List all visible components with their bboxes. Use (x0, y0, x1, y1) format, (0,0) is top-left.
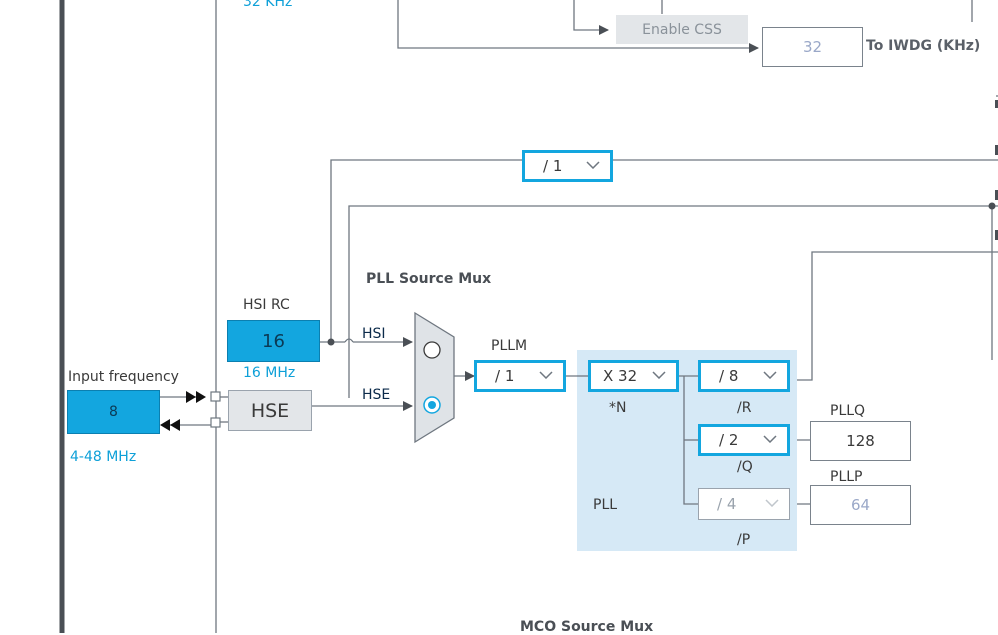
chevron-down-icon (539, 371, 553, 379)
pll-source-mux-title: PLL Source Mux (366, 271, 492, 287)
pllq-label: /Q (737, 459, 753, 475)
hse-block: HSE (228, 390, 312, 431)
plln-value: X 32 (603, 367, 638, 385)
pllq-divider-value: / 2 (719, 431, 739, 449)
ahb-divider-value: / 1 (543, 157, 563, 175)
mux-hsi-label: HSI (362, 326, 386, 342)
pllp-title: PLLP (830, 469, 863, 485)
hsi-value: 16 (227, 320, 320, 362)
pllq-title: PLLQ (830, 403, 866, 419)
hsi-radio (423, 341, 441, 359)
input-frequency-title: Input frequency (68, 369, 179, 385)
pllr-value: / 8 (719, 367, 739, 385)
pllm-title: PLLM (491, 338, 528, 354)
pllr-label: /R (737, 400, 752, 416)
plln-select[interactable]: X 32 (588, 360, 679, 392)
chevron-down-icon (763, 371, 777, 379)
ahb-divider-select[interactable]: / 1 (522, 150, 613, 182)
pll-label: PLL (593, 497, 618, 513)
pllp-label: /P (737, 532, 751, 548)
pllm-value: / 1 (495, 367, 515, 385)
pllq-select[interactable]: / 2 (698, 424, 790, 456)
enable-css-button[interactable]: Enable CSS (616, 15, 748, 44)
pllm-select[interactable]: / 1 (474, 360, 566, 392)
mux-hse-label: HSE (362, 387, 391, 403)
chevron-down-icon (586, 161, 600, 169)
pllp-value: 64 (810, 485, 911, 525)
pll-source-mux-shape (414, 311, 455, 444)
input-frequency-field[interactable]: 8 (67, 390, 160, 434)
iwdg-value: 32 (762, 27, 863, 67)
pllq-value: 128 (810, 421, 911, 461)
chevron-down-icon (652, 371, 666, 379)
input-frequency-range: 4-48 MHz (70, 449, 137, 465)
pllp-select[interactable]: / 4 (698, 488, 790, 520)
iwdg-label: To IWDG (KHz) (866, 38, 981, 54)
hsi-frequency: 16 MHz (243, 365, 296, 381)
chevron-down-icon (763, 435, 777, 443)
pllr-select[interactable]: / 8 (698, 360, 790, 392)
hsi-title: HSI RC (243, 297, 290, 313)
mco-source-mux-title: MCO Source Mux (520, 619, 654, 635)
lse-frequency: 32 KHz (243, 0, 293, 10)
pllp-divider-value: / 4 (717, 495, 737, 513)
chevron-down-icon (765, 499, 779, 507)
plln-label: *N (609, 400, 627, 416)
